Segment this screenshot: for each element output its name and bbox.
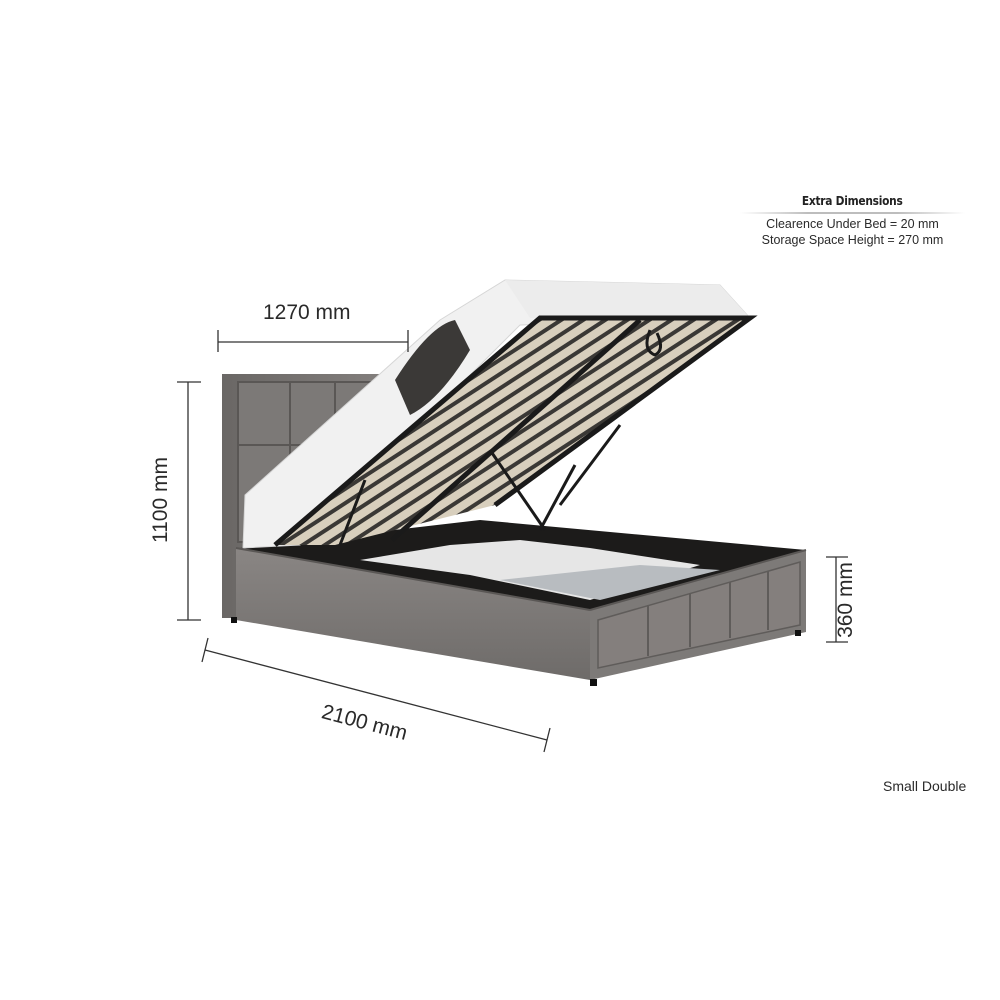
extra-dimensions-title: Extra Dimensions	[802, 193, 903, 208]
gas-strut-left	[338, 479, 367, 546]
size-label: Small Double	[883, 778, 967, 794]
gas-strut-right	[488, 449, 547, 531]
extra-dimensions-divider	[740, 212, 965, 214]
side-height-dimension	[826, 556, 848, 643]
width-dimension	[217, 330, 409, 352]
length-dimension	[201, 637, 551, 753]
width-label: 1270 mm	[263, 301, 351, 324]
footboard	[231, 549, 807, 686]
foot-left	[231, 617, 237, 623]
height-label: 1100 mm	[148, 457, 172, 543]
height-dimension	[177, 381, 201, 621]
lift-strap-icon	[645, 329, 662, 357]
side-rail	[235, 547, 591, 680]
foot-front	[590, 679, 597, 686]
foot-right	[795, 630, 801, 636]
slatted-base	[273, 315, 758, 547]
storage-space-height: Storage Space Height = 270 mm	[761, 233, 944, 247]
side-height-label: 360 mm	[833, 562, 857, 638]
extra-dimensions-panel: Extra Dimensions Clearence Under Bed = 2…	[730, 192, 975, 248]
clearance-under-bed: Clearence Under Bed = 20 mm	[766, 217, 939, 231]
lifted-mattress	[242, 279, 752, 549]
